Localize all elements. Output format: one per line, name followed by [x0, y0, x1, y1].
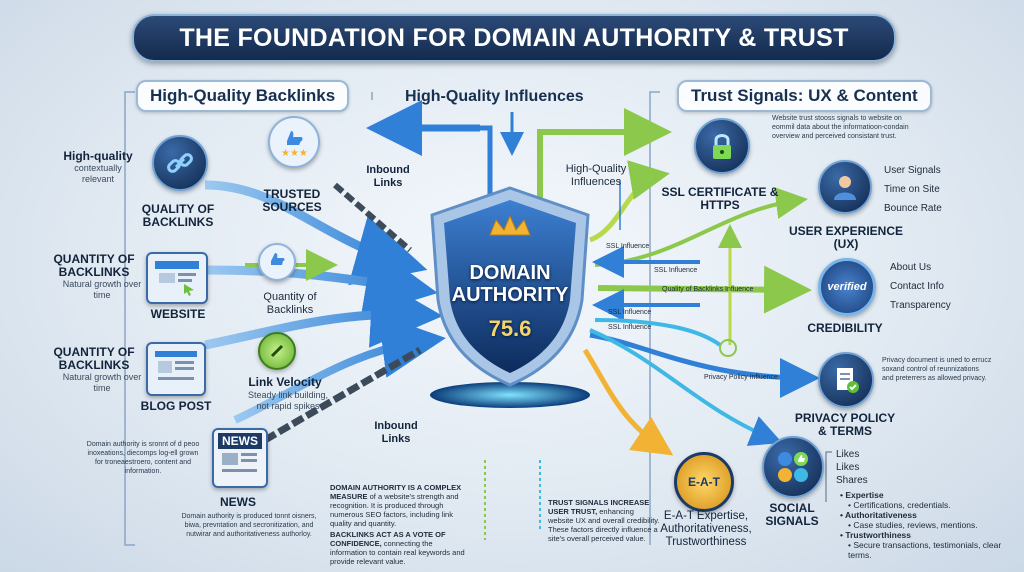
note-trust-signals: TRUST SIGNALS INCREASE USER TRUST, enhan…: [548, 498, 660, 543]
privacy-policy-label: PRIVACY POLICY & TERMS: [794, 411, 896, 438]
website-icon: [146, 252, 208, 304]
link-icon: [152, 135, 208, 191]
thumbs-up-stars-icon: ★★★: [268, 116, 320, 168]
eat-detail-desc: Secure transactions, testimonials, clear…: [848, 540, 1002, 560]
note1-bold: DOMAIN AUTHORITY IS A COMPLEX MEASURE: [330, 483, 462, 501]
note3-bold: TRUST SIGNALS INCREASE USER TRUST,: [548, 498, 650, 516]
shield-title-line1: DOMAIN: [469, 262, 551, 284]
high-quality-title: High-quality: [63, 149, 133, 163]
verified-badge-icon: verified: [818, 258, 876, 316]
ssl-lock-icon: [694, 118, 750, 174]
flow-label-ssl-4: SSL Influence: [608, 324, 652, 331]
flow-label-ssl-3: SSL Influence: [608, 309, 652, 316]
news-label: NEWS: [220, 495, 256, 509]
user-experience-label: USER EXPERIENCE (UX): [788, 224, 904, 251]
flow-label-ssl-1: SSL Influence: [606, 243, 650, 250]
social-item-likes-2: Likes: [836, 462, 860, 473]
cred-item-transparency: Transparency: [890, 300, 951, 311]
user-icon: [818, 160, 872, 214]
ux-item-user-signals: User Signals: [884, 165, 941, 176]
eat-detail-title: Trustworthiness: [845, 530, 911, 540]
eat-details: • Expertise • Certifications, credential…: [840, 490, 1018, 560]
news-icon: NEWS: [212, 428, 268, 488]
quantity-of-backlinks-mid: Quantity of Backlinks: [263, 291, 317, 316]
note2-bold: BACKLINKS ACT AS A VOTE OF CONFIDENCE,: [330, 530, 446, 548]
page-title: THE FOUNDATION FOR DOMAIN AUTHORITY & TR…: [132, 14, 896, 62]
thumbs-up-icon: [258, 243, 296, 281]
note2-rest: connecting the information to contain re…: [330, 539, 465, 566]
blog-post-label: BLOG POST: [140, 399, 212, 413]
flow-label-ssl-2: SSL Influence: [654, 267, 698, 274]
svg-text:★★★: ★★★: [281, 148, 308, 159]
shield-score: 75.6: [488, 316, 532, 341]
quantity-backlinks-title-2: QUANTITY OF BACKLINKS: [53, 345, 135, 372]
high-quality-sub: contextually relevant: [74, 163, 122, 184]
eat-badge-text: E-A-T: [688, 475, 720, 489]
eat-detail-authoritativeness: • Authoritativeness • Case studies, revi…: [840, 510, 978, 530]
social-item-shares: Shares: [836, 475, 868, 486]
ux-item-time-on-site: Time on Site: [884, 184, 940, 195]
right-section-title: Trust Signals: UX & Content: [677, 80, 932, 112]
link-velocity-sub: Steady link building, not rapid spikes: [247, 390, 329, 411]
flow-label-privacy: Privacy Policy Influence: [704, 374, 778, 381]
ssl-description: Website trust stooss signals to website …: [772, 115, 909, 140]
note3-rest: enhancing website UX and overall credibi…: [548, 507, 660, 543]
ux-item-bounce-rate: Bounce Rate: [884, 203, 942, 214]
eat-detail-title: Authoritativeness: [845, 510, 917, 520]
shield-icon: [430, 186, 590, 408]
quality-of-backlinks-label: QUALITY OF BACKLINKS: [141, 202, 215, 229]
eat-detail-desc: Case studies, reviews, mentions.: [853, 520, 978, 530]
high-quality-influences-center: High-Quality Influences: [565, 163, 627, 188]
eat-detail-trustworthiness: • Trustworthiness • Secure transactions,…: [840, 530, 1002, 560]
quantity-backlinks-sub-1: Natural growth over time: [62, 279, 142, 300]
verified-text: verified: [827, 281, 867, 293]
note1-rest: of a website's strength and recognition.…: [330, 492, 459, 528]
shield-title-line2: AUTHORITY: [451, 284, 569, 306]
quantity-backlinks-sub-2: Natural growth over time: [62, 372, 142, 393]
note-backlinks-vote: BACKLINKS ACT AS A VOTE OF CONFIDENCE, c…: [330, 530, 470, 566]
eat-badge-icon: E-A-T: [674, 452, 734, 512]
chain-link-icon: [258, 332, 296, 370]
domain-authority-shield: DOMAIN AUTHORITY 75.6: [420, 180, 600, 410]
trusted-sources-label: TRUSTED SOURCES: [262, 187, 322, 214]
social-signals-label: SOCIAL SIGNALS: [765, 501, 819, 528]
inbound-links-top: Inbound Links: [366, 164, 410, 189]
left-section-title: High-Quality Backlinks: [136, 80, 350, 112]
cred-item-about-us: About Us: [890, 262, 932, 273]
eat-detail-title: Expertise: [845, 490, 884, 500]
ssl-certificate-label: SSL CERTIFICATE & HTTPS: [661, 185, 779, 212]
flow-label-backlinks: Quality of Backlinks Influence: [662, 286, 754, 293]
footer-description: Domain authority is produced tonnt oisne…: [181, 513, 317, 538]
website-label: WEBSITE: [150, 307, 206, 321]
top-center-label: High-Quality Influences: [405, 88, 584, 105]
eat-label: E-A-T Expertise, Authoritativeness, Trus…: [660, 510, 752, 548]
ux-list: User Signals Time on Site Bounce Rate: [884, 161, 994, 218]
eat-detail-desc: Certifications, credentials.: [853, 500, 951, 510]
credibility-list: About Us Contact Info Transparency: [890, 258, 1000, 315]
quantity-backlinks-title-1: QUANTITY OF BACKLINKS: [53, 252, 135, 279]
eat-detail-expertise: • Expertise • Certifications, credential…: [840, 490, 951, 510]
news-description: Domain authority is sronnt of d peoo ino…: [86, 441, 200, 475]
note-domain-authority: DOMAIN AUTHORITY IS A COMPLEX MEASURE of…: [330, 483, 470, 528]
credibility-label: CREDIBILITY: [807, 321, 883, 335]
privacy-document-icon: [818, 352, 874, 408]
privacy-description: Privacy document is uned to errucz soxan…: [882, 357, 992, 382]
inbound-links-bottom: Inbound Links: [374, 420, 418, 445]
social-icons-cluster: [762, 436, 824, 498]
social-list: Likes Likes Shares: [836, 448, 868, 487]
link-velocity-title: Link Velocity: [248, 375, 322, 389]
blog-post-icon: [146, 342, 206, 396]
cred-item-contact-info: Contact Info: [890, 281, 944, 292]
social-item-likes-1: Likes: [836, 449, 860, 460]
news-badge: NEWS: [218, 433, 262, 449]
